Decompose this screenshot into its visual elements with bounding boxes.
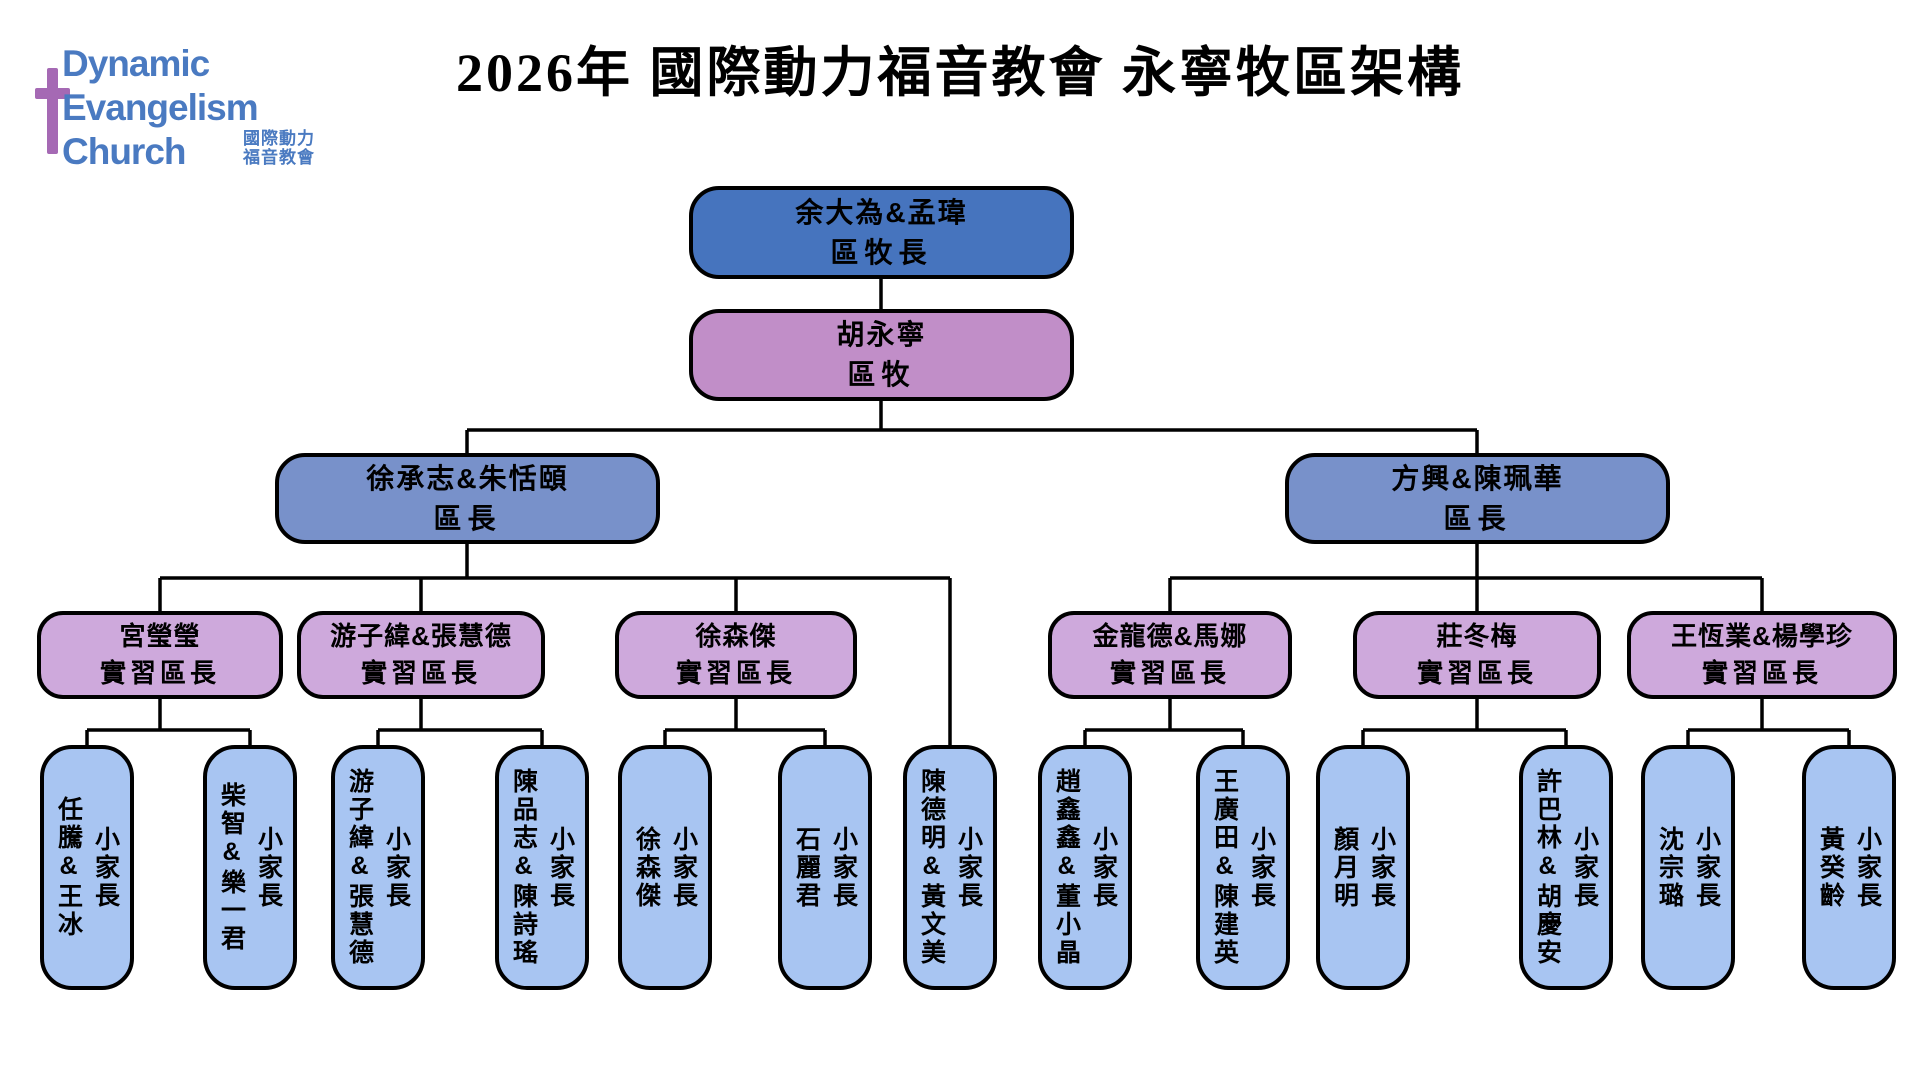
- person-name: 徐承志&朱恬頤: [366, 462, 569, 494]
- person-name: 陳德明&黃文美: [917, 768, 946, 967]
- person-name: 金龍德&馬娜: [1092, 621, 1248, 651]
- person-name: 宮瑩瑩: [119, 621, 201, 651]
- person-title: 區長: [1443, 502, 1512, 534]
- org-box-small-group-11: 許巴林&胡慶安 小家長: [1519, 745, 1613, 990]
- person-title: 小家長: [382, 825, 411, 910]
- person-name: 徐森傑: [695, 621, 777, 651]
- org-box-district-leader-right: 方興&陳珮華 區長: [1285, 453, 1670, 544]
- org-box-small-group-3: 游子緯&張慧德 小家長: [331, 745, 425, 990]
- org-box-small-group-5: 徐森傑 小家長: [618, 745, 712, 990]
- person-title: 實習區長: [675, 658, 796, 688]
- logo-cjk-line-2: 福音教會: [243, 148, 315, 167]
- logo-line-2: Evangelism: [62, 87, 259, 128]
- person-name: 任騰&王冰: [54, 796, 83, 939]
- person-title: 小家長: [1367, 825, 1396, 910]
- person-title: 小家長: [1089, 825, 1118, 910]
- person-name: 王恆業&楊學珍: [1671, 621, 1853, 651]
- logo-line-3: Church: [62, 131, 186, 172]
- person-name: 余大為&孟瑋: [795, 196, 968, 228]
- org-box-intern-leader-5: 莊冬梅 實習區長: [1353, 611, 1601, 699]
- person-name: 柴智&樂一君: [217, 782, 246, 953]
- person-name: 陳品志&陳詩瑤: [509, 768, 538, 967]
- person-title: 區牧: [847, 359, 916, 390]
- person-title: 小家長: [546, 825, 575, 910]
- cross-icon: [47, 68, 58, 154]
- person-name: 許巴林&胡慶安: [1533, 768, 1562, 967]
- person-title: 小家長: [1570, 825, 1599, 910]
- cross-icon: [35, 88, 70, 99]
- org-box-small-group-9: 王廣田&陳建英 小家長: [1196, 745, 1290, 990]
- org-box-district-leader-left: 徐承志&朱恬頤 區長: [275, 453, 660, 544]
- org-box-district-pastor: 胡永寧 區牧: [689, 309, 1074, 401]
- org-box-small-group-12: 沈宗璐 小家長: [1641, 745, 1735, 990]
- org-box-small-group-8: 趙鑫鑫&董小晶 小家長: [1038, 745, 1132, 990]
- logo-line-1: Dynamic: [62, 43, 210, 84]
- org-box-district-head-pastor: 余大為&孟瑋 區牧長: [689, 186, 1074, 279]
- org-box-small-group-13: 黃癸齡 小家長: [1802, 745, 1896, 990]
- org-box-small-group-10: 顏月明 小家長: [1316, 745, 1410, 990]
- person-title: 實習區長: [1416, 658, 1537, 688]
- org-box-intern-leader-2: 游子緯&張慧德 實習區長: [297, 611, 545, 699]
- org-box-intern-leader-3: 徐森傑 實習區長: [615, 611, 857, 699]
- page-title: 2026年 國際動力福音教會 永寧牧區架構: [456, 43, 1464, 103]
- org-box-small-group-4: 陳品志&陳詩瑤 小家長: [495, 745, 589, 990]
- person-title: 實習區長: [360, 658, 481, 688]
- person-name: 王廣田&陳建英: [1210, 768, 1239, 967]
- org-box-small-group-7: 陳德明&黃文美 小家長: [903, 745, 997, 990]
- person-name: 顏月明: [1330, 825, 1359, 910]
- org-box-small-group-6: 石麗君 小家長: [778, 745, 872, 990]
- person-name: 徐森傑: [632, 825, 661, 910]
- person-name: 方興&陳珮華: [1391, 462, 1564, 494]
- logo-cjk-name: 國際動力 福音教會: [243, 129, 315, 167]
- org-box-small-group-1: 任騰&王冰 小家長: [40, 745, 134, 990]
- person-name: 趙鑫鑫&董小晶: [1052, 768, 1081, 967]
- person-title: 區牧長: [830, 236, 933, 268]
- person-title: 小家長: [1692, 825, 1721, 910]
- person-name: 莊冬梅: [1436, 621, 1518, 651]
- logo-wordmark: Dynamic Evangelism Church: [62, 42, 259, 174]
- person-title: 小家長: [669, 825, 698, 910]
- org-box-intern-leader-6: 王恆業&楊學珍 實習區長: [1627, 611, 1897, 699]
- person-name: 游子緯&張慧德: [345, 768, 374, 967]
- person-name: 游子緯&張慧德: [330, 621, 512, 651]
- person-name: 石麗君: [792, 825, 821, 910]
- person-title: 小家長: [1247, 825, 1276, 910]
- org-box-intern-leader-4: 金龍德&馬娜 實習區長: [1048, 611, 1292, 699]
- person-name: 沈宗璐: [1655, 825, 1684, 910]
- person-title: 小家長: [1853, 825, 1882, 910]
- logo-cjk-line-1: 國際動力: [243, 129, 315, 148]
- person-title: 小家長: [254, 825, 283, 910]
- person-title: 小家長: [829, 825, 858, 910]
- person-title: 實習區長: [99, 658, 220, 688]
- org-box-small-group-2: 柴智&樂一君 小家長: [203, 745, 297, 990]
- person-title: 實習區長: [1109, 658, 1230, 688]
- person-title: 小家長: [91, 825, 120, 910]
- org-box-intern-leader-1: 宮瑩瑩 實習區長: [37, 611, 283, 699]
- person-title: 實習區長: [1701, 658, 1822, 688]
- person-title: 小家長: [954, 825, 983, 910]
- person-title: 區長: [433, 502, 502, 534]
- person-name: 黃癸齡: [1816, 825, 1845, 910]
- church-logo: Dynamic Evangelism Church 國際動力 福音教會: [35, 40, 325, 175]
- person-name: 胡永寧: [836, 319, 927, 350]
